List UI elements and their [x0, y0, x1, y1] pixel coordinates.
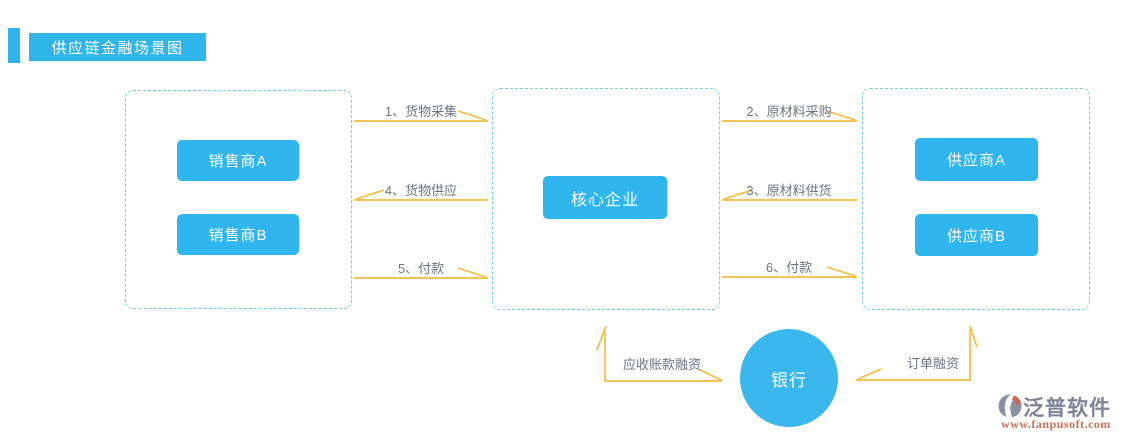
node-supplier-a: 供应商A [915, 138, 1038, 181]
node-supplier-b: 供应商B [915, 214, 1038, 256]
logo-website-url: www.fanpusoft.com [1001, 417, 1111, 431]
page-title: 供应链金融场景图 [29, 33, 206, 61]
flow-label-payment-right: 6、付款 [765, 260, 813, 275]
flow-label-receivable-financing: 应收账款融资 [622, 357, 701, 372]
flow-label-goods-collection: 1、货物采集 [384, 104, 458, 119]
logo-company-name: 泛普软件 [1023, 397, 1111, 420]
flow-label-goods-supply: 4、货物供应 [384, 183, 458, 198]
suppliers-group-box [862, 88, 1090, 310]
flow-label-raw-material-purchase: 2、原材料采购 [746, 104, 832, 119]
flow-label-order-financing: 订单融资 [906, 356, 959, 371]
fanpu-logo-icon [998, 394, 1022, 418]
node-seller-a: 销售商A [177, 140, 299, 181]
core-enterprise-group-box [492, 88, 720, 310]
title-accent-bar [8, 28, 20, 63]
flow-label-raw-material-delivery: 3、原材料供货 [746, 183, 832, 198]
node-core-enterprise: 核心企业 [543, 176, 667, 219]
node-seller-b: 销售商B [177, 214, 299, 255]
flow-label-payment-left: 5、付款 [397, 261, 445, 276]
node-bank: 银行 [740, 329, 838, 427]
sellers-group-box [125, 90, 352, 309]
